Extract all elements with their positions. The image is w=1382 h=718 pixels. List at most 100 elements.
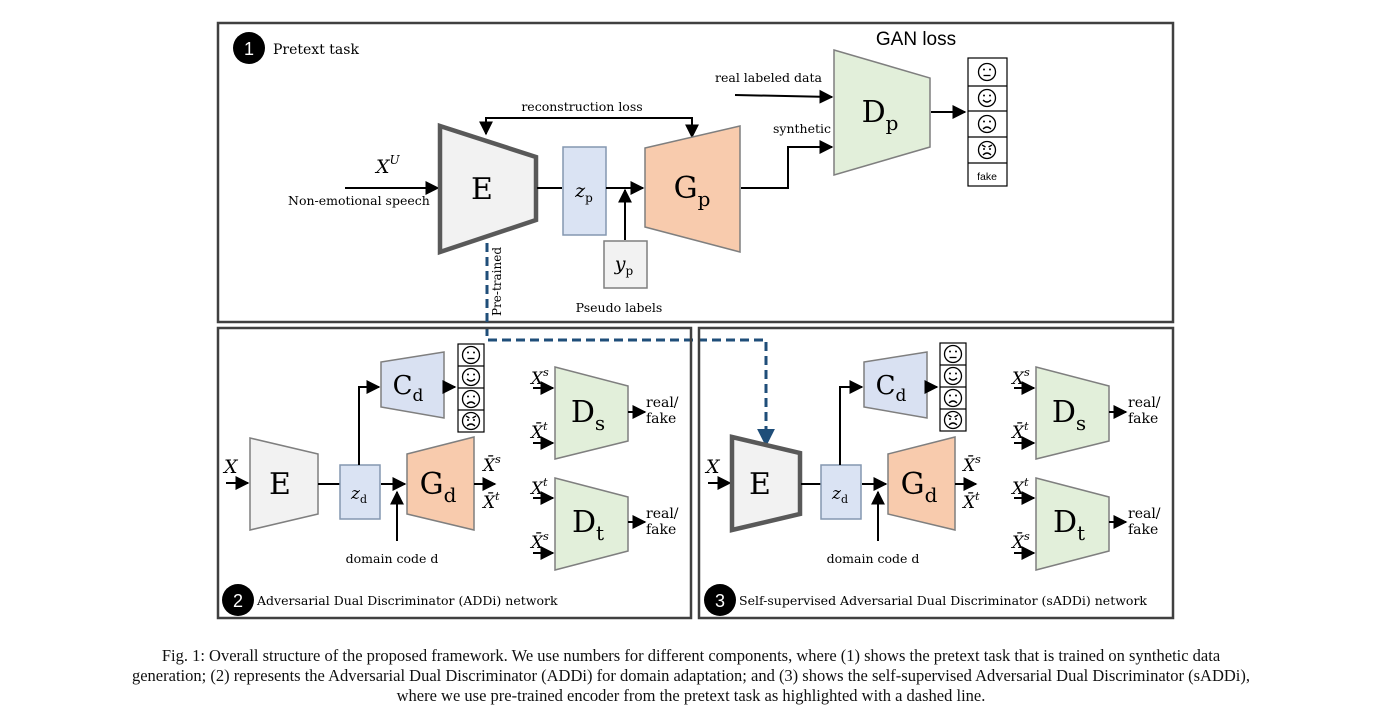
pretext-encoder-block — [437, 122, 539, 256]
saddi-panel-frame — [697, 326, 1175, 620]
saddi-emotion-column — [939, 342, 967, 432]
caption-line-1: Fig. 1: Overall structure of the propose… — [161, 646, 1221, 665]
saddi-ds-realfake: real/fake — [1128, 395, 1161, 427]
addi-ds-block — [554, 366, 629, 460]
addi-output-bottom: X̄t — [481, 490, 500, 513]
addi-encoder-block — [249, 437, 319, 531]
saddi-latent-to-classifier — [839, 380, 864, 465]
addi-latent-label: zd — [350, 484, 367, 506]
pretext-generator-block — [644, 125, 741, 253]
saddi-encoder-label: E — [749, 467, 771, 502]
panel-title: Self-supervised Adversarial Dual Discrim… — [739, 593, 1147, 608]
saddi-output-top: X̄s — [961, 453, 981, 476]
addi-emotion-column — [457, 343, 485, 433]
saddi-dt-realfake: real/fake — [1128, 506, 1161, 538]
synthetic-label: synthetic — [773, 121, 831, 136]
pretext-latent-label: zp — [574, 180, 593, 205]
pretrained-dashed-arrow — [485, 243, 775, 447]
angry-face-icon — [461, 411, 481, 431]
saddi-ds-block — [1035, 366, 1110, 460]
panel-title: Pretext task — [273, 42, 359, 58]
gan-loss-label: GAN loss — [876, 29, 956, 50]
saddi-dt-label: Dt — [1053, 505, 1085, 545]
panel-number: 3 — [715, 591, 725, 611]
happy-face-icon — [977, 88, 997, 108]
pretext-encoder-label: E — [471, 172, 493, 207]
sad-face-icon — [977, 114, 997, 134]
addi-input-var: X — [222, 456, 239, 478]
saddi-output-bottom: X̄t — [961, 490, 980, 513]
caption-line-3: where we use pre-trained encoder from th… — [396, 686, 986, 705]
addi-dt-input2: X̄s — [529, 530, 549, 553]
pseudo-labels-caption: Pseudo labels — [576, 300, 663, 315]
saddi-ds-input2: X̄t — [1010, 420, 1029, 443]
saddi-generator-block — [887, 436, 956, 531]
reconstruction-loss-label: reconstruction loss — [521, 99, 642, 114]
panel-title: Adversarial Dual Discriminator (ADDi) ne… — [256, 593, 558, 608]
framework-diagram: 1 Pretext task GAN loss real labeled dat… — [216, 21, 1175, 620]
saddi-classifier-label: Cd — [876, 371, 907, 406]
neutral-face-icon — [977, 62, 997, 82]
pretext-latent-block — [562, 146, 607, 236]
saddi-latent-label: zd — [831, 484, 848, 506]
panel-number: 2 — [233, 591, 243, 611]
real-data-arrow — [734, 89, 834, 104]
addi-generator-label: Gd — [420, 467, 457, 507]
panel-number-badge — [222, 584, 254, 616]
pretext-discriminator-block — [833, 49, 931, 176]
sad-face-icon — [461, 389, 481, 409]
neutral-face-icon — [943, 344, 963, 364]
saddi-domain-code-label: domain code d — [827, 551, 920, 566]
saddi-classifier-block — [863, 351, 928, 419]
panel-number: 1 — [244, 39, 254, 59]
neutral-face-icon — [461, 345, 481, 365]
sad-face-icon — [943, 388, 963, 408]
pseudo-label-block — [603, 240, 648, 289]
caption-line-2: generation; (2) represents the Adversari… — [131, 666, 1250, 685]
input-description: Non-emotional speech — [288, 193, 430, 208]
saddi-latent-block — [820, 464, 862, 520]
saddi-pretrained-encoder-block — [729, 434, 803, 533]
saddi-input-var: X — [704, 456, 721, 478]
addi-encoder-label: E — [269, 467, 291, 502]
pretext-panel-frame — [216, 21, 1175, 324]
addi-ds-label: Ds — [571, 395, 605, 435]
pretext-emotion-column — [967, 57, 1008, 187]
pseudo-label-var: yp — [614, 253, 634, 278]
addi-generator-block — [406, 436, 475, 531]
addi-output-top: X̄s — [481, 453, 501, 476]
saddi-dt-input2: X̄s — [1010, 530, 1030, 553]
addi-dt-block — [554, 477, 629, 571]
addi-dt-label: Dt — [572, 505, 604, 545]
input-var: XU — [374, 153, 401, 178]
addi-dt-realfake: real/fake — [646, 506, 679, 538]
saddi-dt-input1: Xt — [1010, 476, 1029, 499]
saddi-ds-label: Ds — [1052, 395, 1086, 435]
saddi-generator-label: Gd — [901, 467, 938, 507]
pretext-discriminator-label: Dp — [862, 95, 899, 135]
pretrained-label: Pre-trained — [490, 247, 504, 316]
addi-panel-frame — [216, 326, 693, 620]
addi-ds-realfake: real/fake — [646, 395, 679, 427]
angry-face-icon — [943, 410, 963, 430]
happy-face-icon — [461, 367, 481, 387]
saddi-ds-input1: Xs — [1010, 366, 1030, 389]
saddi-dt-block — [1035, 477, 1110, 571]
happy-face-icon — [943, 366, 963, 386]
addi-domain-code-label: domain code d — [346, 551, 439, 566]
fake-label: fake — [977, 171, 997, 183]
addi-dt-input1: Xt — [529, 476, 548, 499]
panel-number-badge — [233, 32, 265, 64]
addi-ds-input1: Xs — [529, 366, 549, 389]
reconstruction-loss-path — [479, 117, 699, 139]
addi-classifier-block — [380, 351, 445, 419]
addi-latent-block — [339, 464, 381, 520]
figure-caption: Fig. 1: Overall structure of the propose… — [0, 646, 1382, 706]
angry-face-icon — [977, 140, 997, 160]
panel-number-badge — [704, 584, 736, 616]
pretext-generator-label: Gp — [674, 171, 711, 211]
addi-ds-input2: X̄t — [529, 420, 548, 443]
generator-to-discriminator-arrow — [741, 140, 834, 189]
real-labeled-data-label: real labeled data — [715, 70, 822, 85]
addi-latent-to-classifier — [358, 380, 381, 465]
